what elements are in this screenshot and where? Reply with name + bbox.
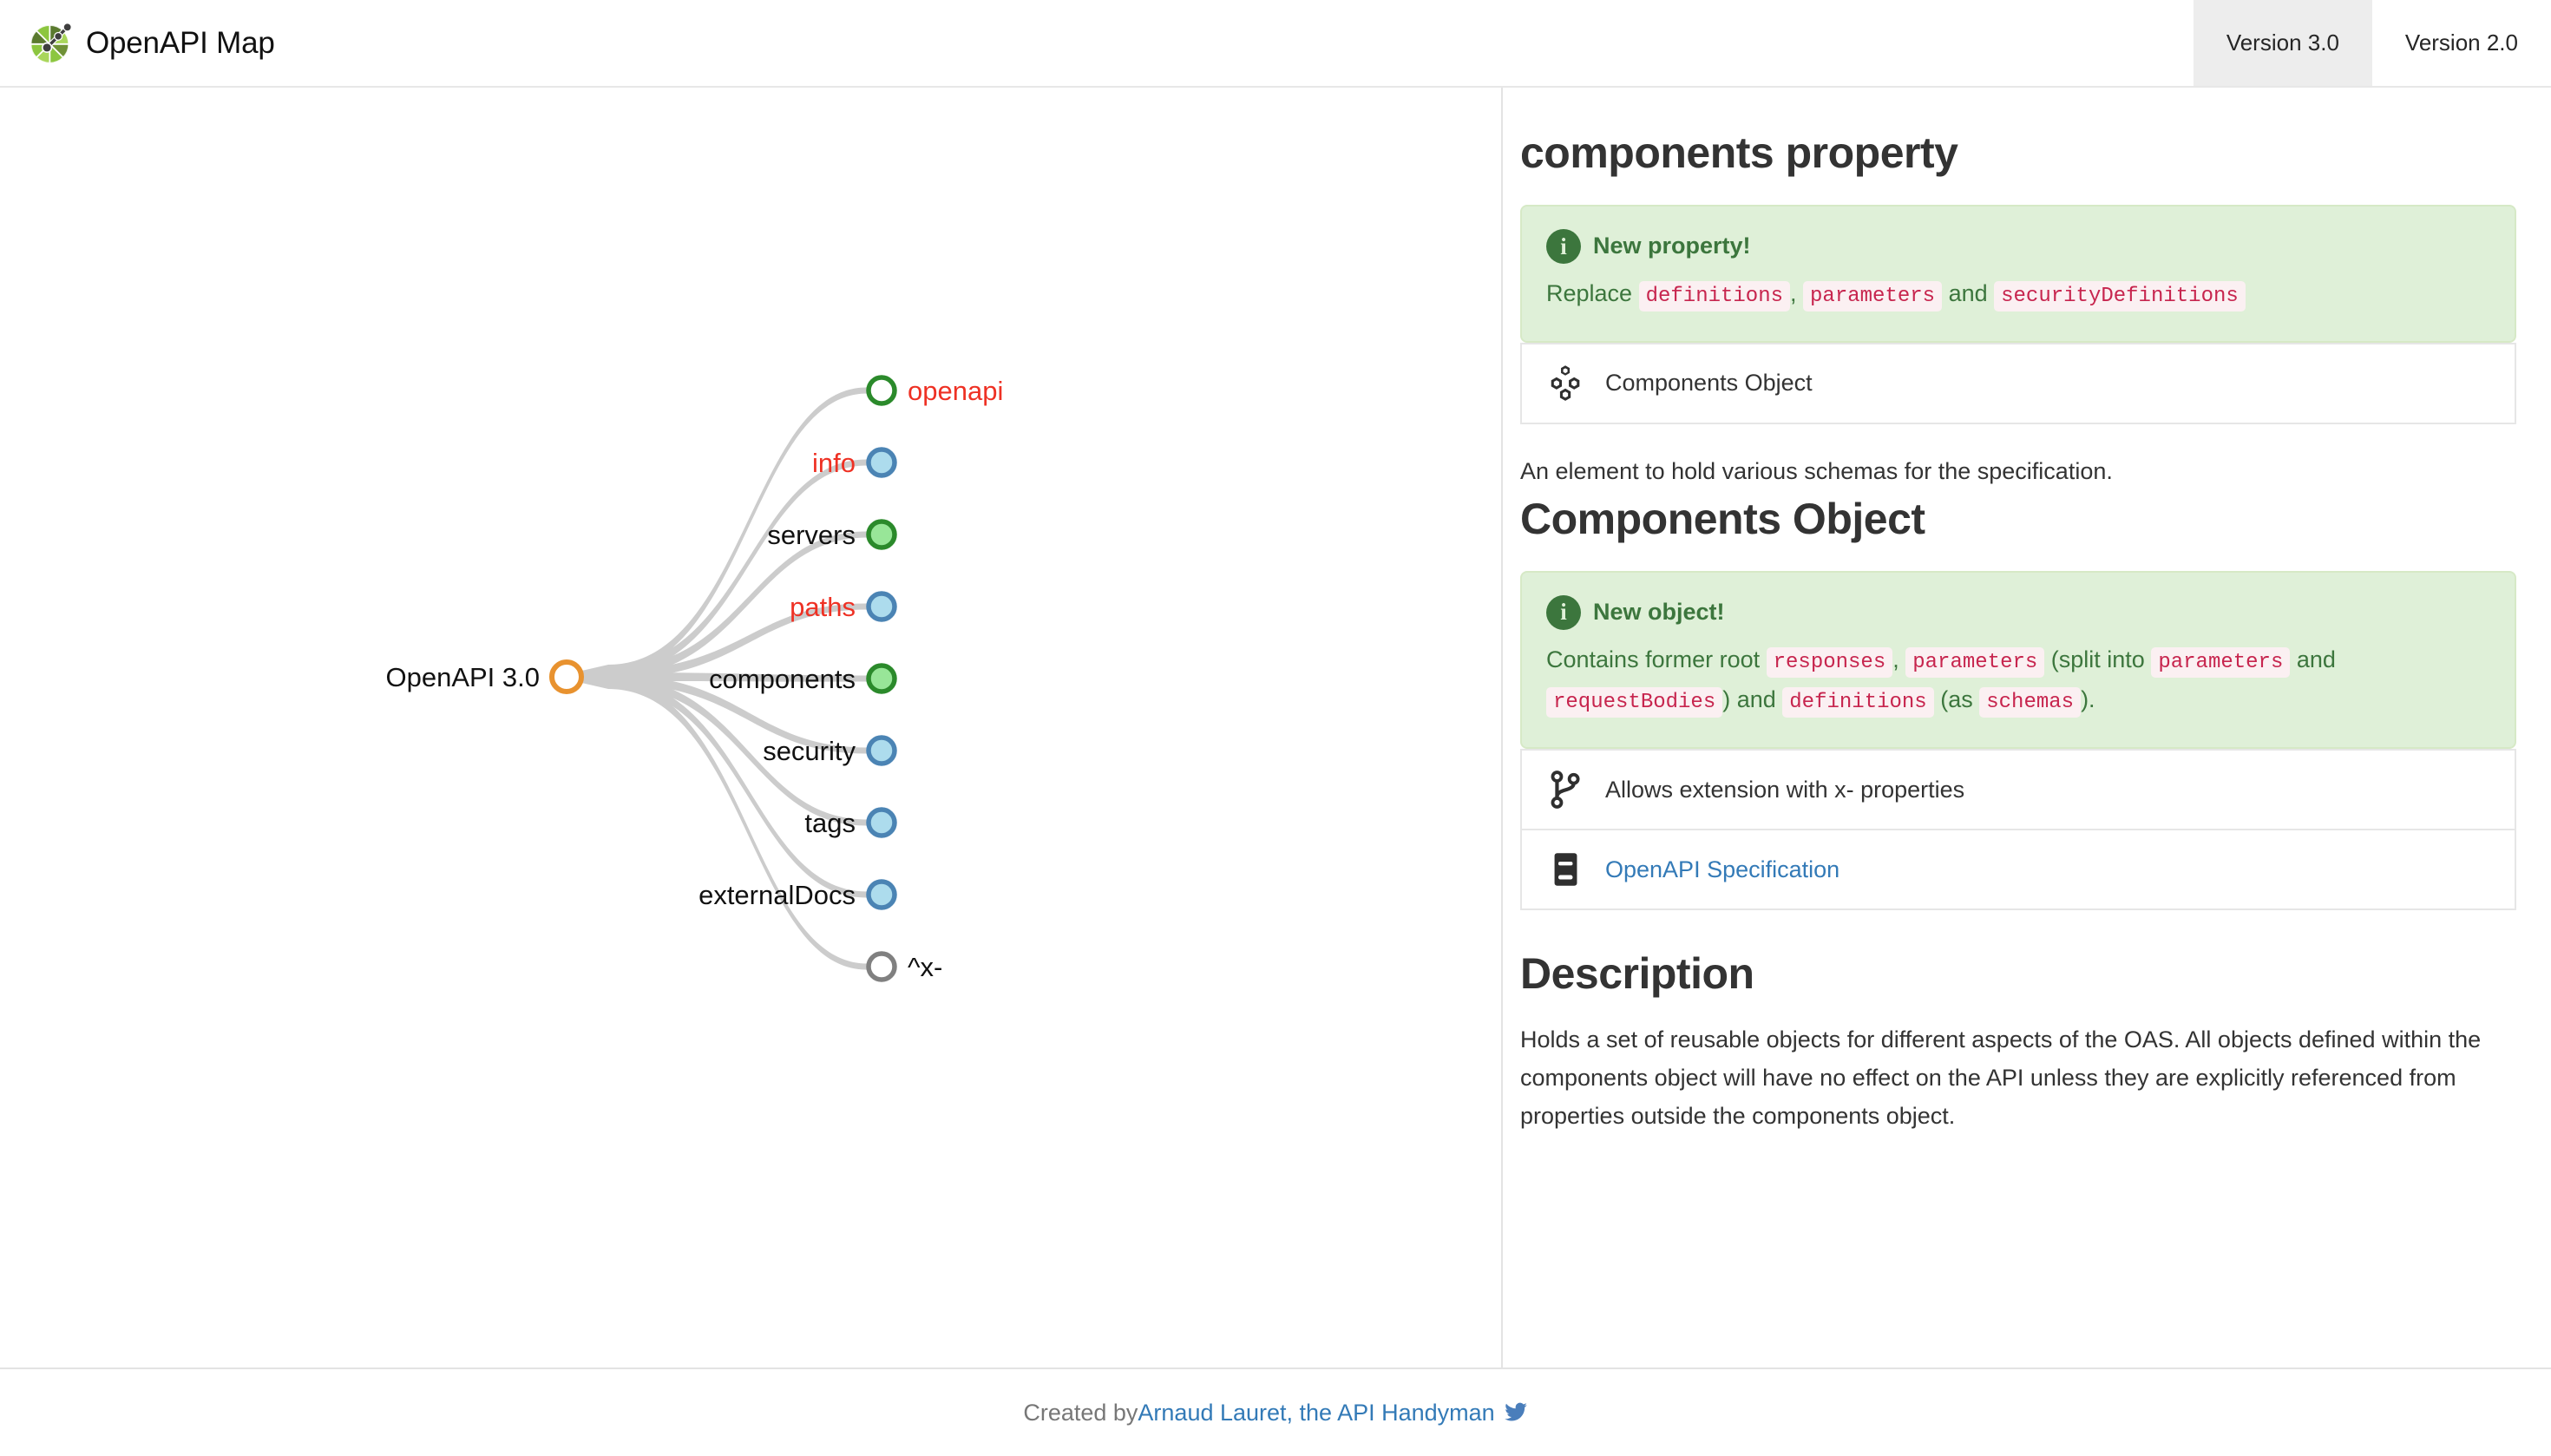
alert-heading-row: i New property!	[1546, 229, 2490, 264]
graph-node-circle[interactable]	[866, 951, 897, 982]
object-title: Components Object	[1520, 494, 1925, 543]
alert-heading-text: New object!	[1593, 599, 1725, 626]
card-components-object[interactable]: Components Object	[1520, 342, 2516, 424]
version-tabs: Version 3.0 Version 2.0	[2193, 0, 2551, 86]
graph-root-label: OpenAPI 3.0	[385, 662, 540, 692]
openapi-tree-graph[interactable]: openapi info servers paths components securit…	[0, 88, 1503, 1367]
inline-code: requestBodies	[1546, 687, 1723, 718]
tab-version-3-0[interactable]: Version 3.0	[2193, 0, 2372, 86]
inline-code: responses	[1766, 646, 1893, 678]
graph-node-label: security	[763, 736, 856, 766]
graph-node-components[interactable]: components	[709, 663, 897, 694]
graph-node-security[interactable]: security	[763, 735, 897, 766]
graph-edge	[567, 674, 867, 754]
graph-node-info[interactable]: info	[812, 447, 897, 478]
footer: Created by Arnaud Lauret, the API Handym…	[0, 1369, 2551, 1456]
graph-node-label: openapi	[908, 376, 1003, 406]
info-circle-icon: i	[1546, 229, 1581, 264]
graph-node-label: ^x-	[908, 952, 942, 982]
graph-node-circle[interactable]	[866, 807, 897, 838]
object-card-list: Allows extension with x- properties Open…	[1520, 749, 2516, 911]
graph-node-label: info	[812, 448, 856, 478]
footer-author-link[interactable]: Arnaud Lauret, the API Handyman	[1138, 1399, 1495, 1426]
card-label-link[interactable]: OpenAPI Specification	[1605, 856, 1840, 882]
openapi-map-logo-icon	[30, 22, 72, 64]
card-openapi-specification[interactable]: OpenAPI Specification	[1520, 830, 2516, 911]
graph-node-label: components	[709, 664, 856, 694]
property-lead-text: An element to hold various schemas for t…	[1520, 457, 2113, 484]
graph-node-circle[interactable]	[866, 879, 897, 910]
inline-code: securityDefinitions	[1994, 281, 2246, 312]
twitter-bird-icon[interactable]	[1504, 1400, 1528, 1425]
alert-body-text: Replace definitions, parameters and secu…	[1546, 274, 2490, 315]
graph-node-paths[interactable]: paths	[790, 591, 897, 622]
alert-body-text: Contains former root responses, paramete…	[1546, 640, 2490, 722]
footer-prefix: Created by	[1023, 1399, 1138, 1426]
inline-code: parameters	[1803, 281, 1943, 312]
graph-node-tags[interactable]: tags	[804, 807, 897, 838]
graph-node-externaldocs[interactable]: externalDocs	[698, 879, 897, 910]
alert-heading-row: i New object!	[1546, 594, 2490, 630]
graph-node-label: externalDocs	[698, 880, 856, 910]
tab-version-2-0[interactable]: Version 2.0	[2372, 0, 2551, 86]
graph-node-circle[interactable]	[866, 735, 897, 766]
graph-edge	[567, 459, 867, 679]
main-split: openapi info servers paths components securit…	[0, 88, 2551, 1369]
new-property-alert: i New property! Replace definitions, par…	[1520, 205, 2516, 343]
detail-pane: components property i New property! Repl…	[1503, 88, 2551, 1367]
brand[interactable]: OpenAPI Map	[0, 0, 275, 86]
graph-node-circle[interactable]	[866, 663, 897, 694]
graph-node-servers[interactable]: servers	[767, 519, 897, 550]
code-branch-icon	[1551, 771, 1580, 810]
graph-node-root[interactable]: OpenAPI 3.0	[385, 659, 584, 694]
graph-node-label: tags	[804, 808, 856, 838]
description-heading: Description	[1520, 949, 1754, 999]
inline-code: parameters	[2151, 646, 2291, 678]
description-text: Holds a set of reusable objects for diff…	[1520, 1026, 2482, 1129]
card-allows-extension[interactable]: Allows extension with x- properties	[1520, 749, 2516, 831]
graph-pane[interactable]: openapi info servers paths components securit…	[0, 88, 1503, 1367]
navbar: OpenAPI Map Version 3.0 Version 2.0	[0, 0, 2551, 88]
graph-edge	[567, 674, 867, 898]
info-circle-icon: i	[1546, 594, 1581, 630]
cubes-icon	[1551, 365, 1580, 401]
inline-code: parameters	[1905, 646, 2045, 678]
graph-node-circle[interactable]	[866, 375, 897, 406]
graph-node-circle[interactable]	[866, 447, 897, 478]
graph-node-label: servers	[767, 520, 856, 550]
card-label: Allows extension with x- properties	[1605, 776, 1965, 803]
book-icon	[1554, 853, 1577, 887]
page-title: components property	[1520, 128, 1958, 177]
card-label: Components Object	[1605, 370, 1813, 397]
graph-nodes: openapi info servers paths components securit…	[698, 375, 1003, 982]
inline-code: definitions	[1782, 687, 1934, 718]
inline-code: schemas	[1979, 687, 2082, 718]
graph-edge	[567, 603, 867, 679]
graph-node-x[interactable]: ^x-	[866, 951, 942, 982]
graph-node-label: paths	[790, 592, 856, 622]
inline-code: definitions	[1638, 281, 1791, 312]
new-object-alert: i New object! Contains former root respo…	[1520, 570, 2516, 750]
graph-edges	[567, 387, 867, 970]
brand-title: OpenAPI Map	[86, 25, 275, 60]
alert-heading-text: New property!	[1593, 233, 1751, 259]
property-card-list: Components Object	[1520, 342, 2516, 424]
graph-node-openapi[interactable]: openapi	[866, 375, 1003, 406]
graph-node-circle[interactable]	[866, 519, 897, 550]
graph-node-circle[interactable]	[866, 591, 897, 622]
